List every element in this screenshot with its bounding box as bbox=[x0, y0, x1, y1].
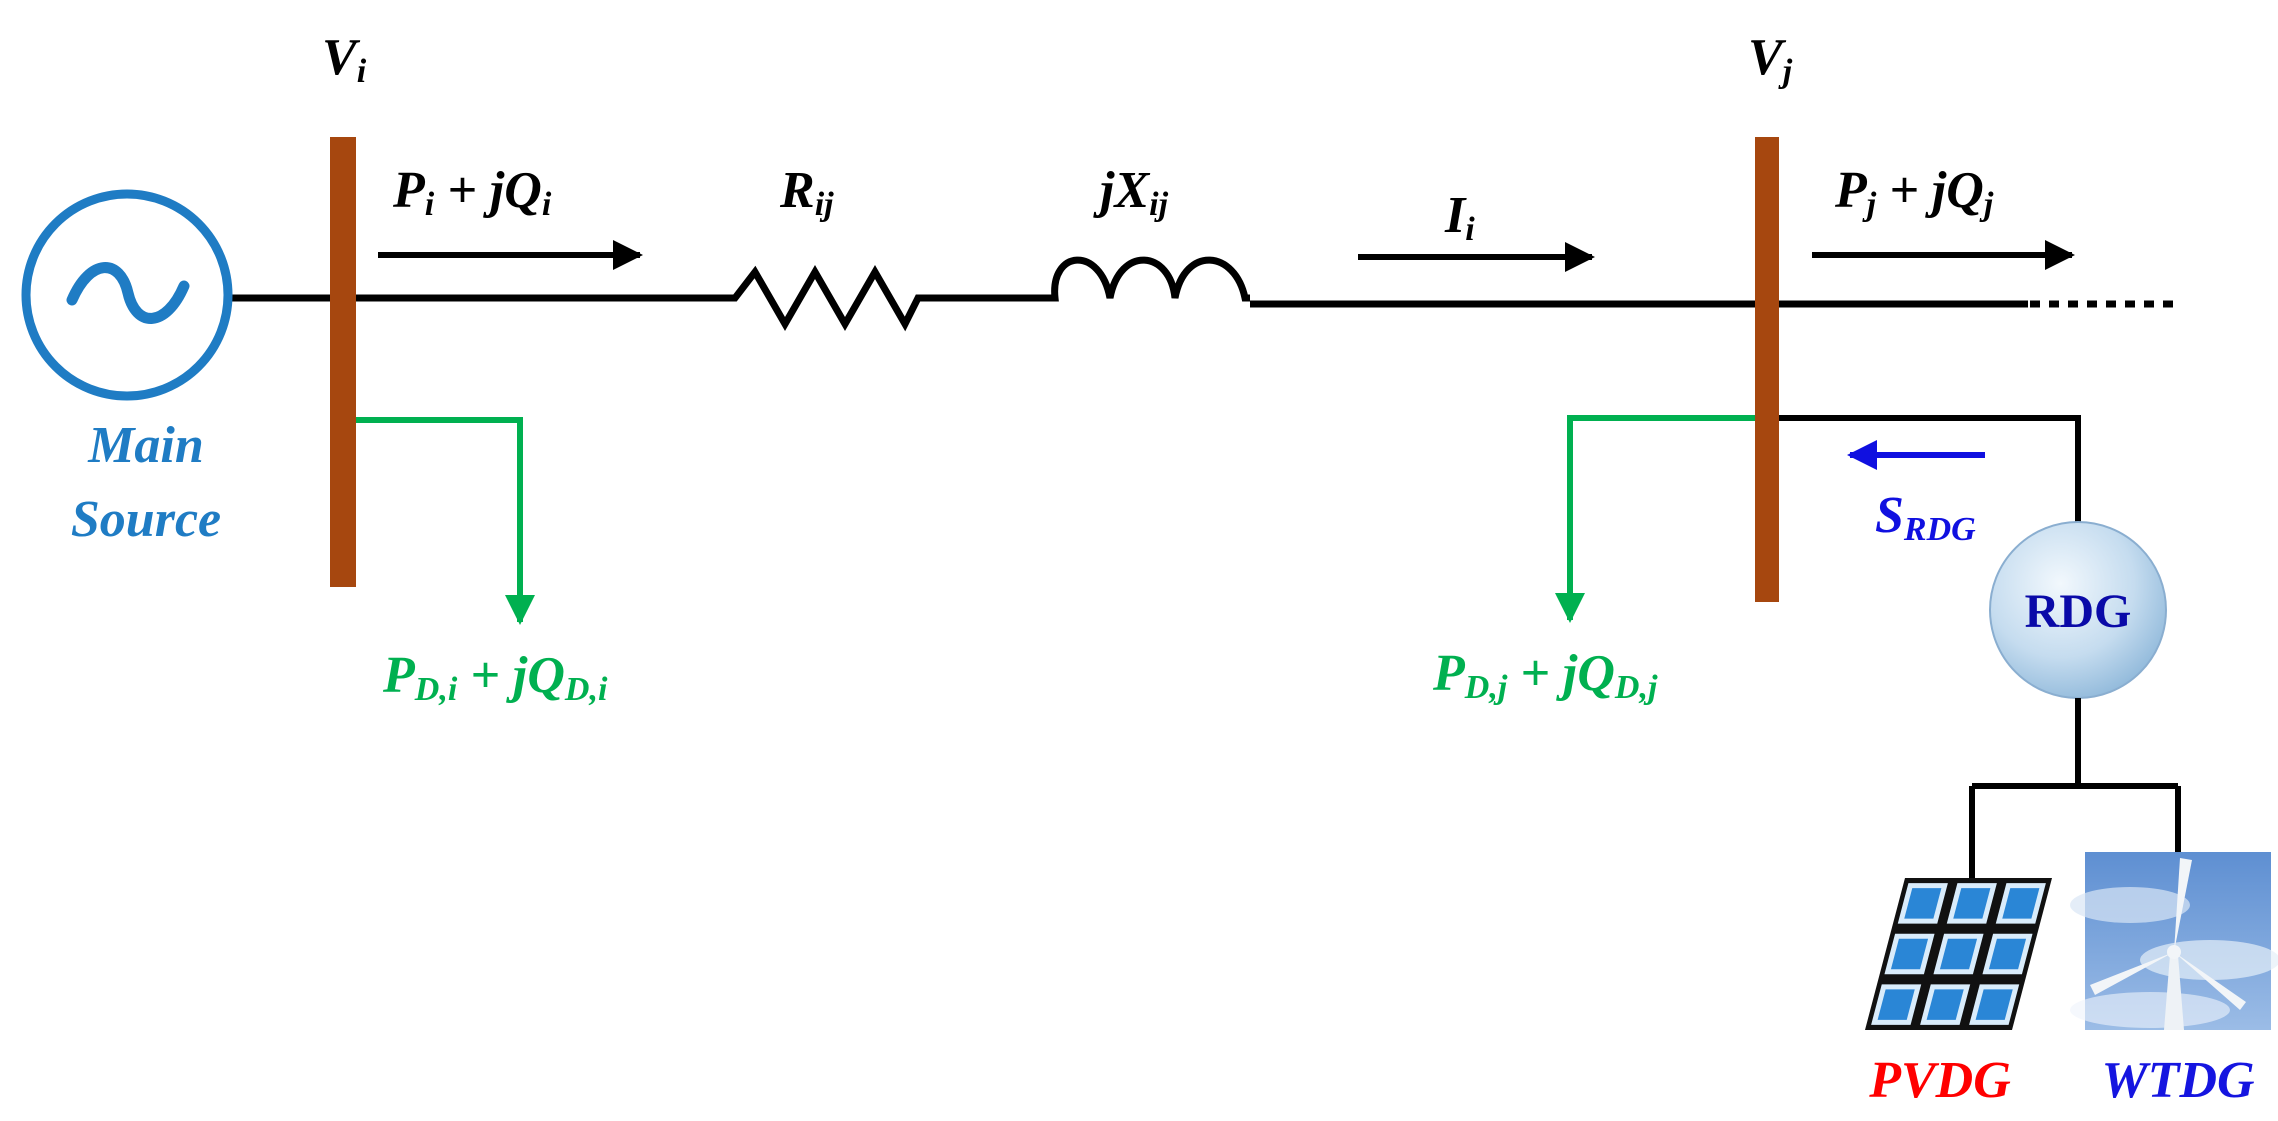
power-flow-label-i: Pi + jQi bbox=[392, 162, 552, 223]
pvdg-label: PVDG bbox=[1868, 1052, 2011, 1109]
solar-cell bbox=[1933, 933, 1984, 975]
current-label: Ii bbox=[1444, 187, 1475, 248]
voltage-label-vj: Vj bbox=[1748, 29, 1793, 90]
load-label-j: PD,j + jQD,j bbox=[1432, 645, 1658, 706]
solar-cell bbox=[1969, 984, 2020, 1025]
power-flow-label-j: Pj + jQj bbox=[1834, 162, 1994, 223]
reactance-label: jXij bbox=[1093, 162, 1169, 223]
solar-cell bbox=[1946, 883, 1997, 924]
wtdg-label: WTDG bbox=[2101, 1052, 2254, 1109]
solar-cell bbox=[1920, 984, 1971, 1025]
voltage-label-vi: Vi bbox=[322, 29, 367, 90]
resistance-label: Rij bbox=[779, 162, 834, 223]
solar-panel-icon bbox=[1865, 878, 2052, 1030]
main-feeder-line bbox=[230, 256, 2028, 332]
bus-j bbox=[1755, 137, 1779, 602]
rdg-connection-line bbox=[1779, 415, 2081, 523]
solar-cell bbox=[1897, 883, 1948, 924]
solar-cell bbox=[1995, 883, 2046, 924]
inductor-icon bbox=[1050, 245, 1250, 305]
load-arrow-j bbox=[1555, 415, 1755, 623]
wind-turbine-icon bbox=[2070, 852, 2278, 1030]
solar-cell bbox=[1982, 933, 2033, 975]
main-source-label: Main bbox=[87, 417, 204, 474]
rdg-label: RDG bbox=[2025, 585, 2132, 638]
ac-source-icon bbox=[21, 189, 233, 401]
rdg-branch-lines bbox=[1969, 698, 2181, 892]
bus-i bbox=[330, 137, 356, 587]
load-label-i: PD,i + jQD,i bbox=[382, 647, 608, 708]
solar-cell bbox=[1871, 984, 1922, 1025]
srdg-label: SRDG bbox=[1875, 487, 1976, 548]
solar-cell bbox=[1884, 933, 1935, 975]
load-arrow-i bbox=[356, 417, 535, 625]
main-source-label-2: Source bbox=[71, 491, 221, 548]
